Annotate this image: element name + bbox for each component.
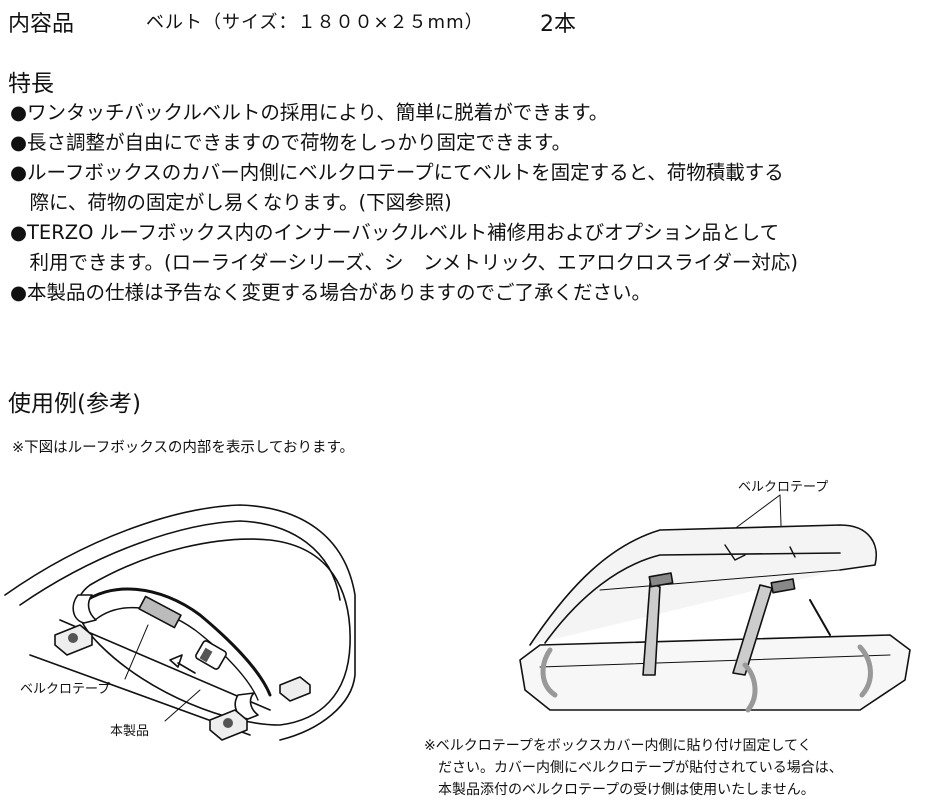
label-velcro-left: ベルクロテープ xyxy=(20,682,111,697)
contents-quantity: 2本 xyxy=(540,12,576,37)
feature-line: ●ワンタッチバックルベルトの採用により、簡単に脱着ができます。 xyxy=(10,101,609,124)
contents-item: ベルト（サイズ：１８００×２５mm） xyxy=(146,12,484,33)
label-velcro-right: ベルクロテープ xyxy=(738,480,829,495)
feature-line: ●長さ調整が自由にできますので荷物をしっかり固定できます。 xyxy=(10,131,572,154)
right-illustration xyxy=(519,494,911,713)
features-heading: 特長 xyxy=(8,71,54,97)
label-product: 本製品 xyxy=(110,724,150,739)
feature-line: 利用できます。(ローライダーシリーズ、シ ンメトリック、エアロクロスライダー対応… xyxy=(10,251,799,274)
feature-line: ●TERZO ルーフボックス内のインナーバックルベルト補修用およびオプション品と… xyxy=(10,221,780,244)
caption-line: 本製品添付のベルクロテープの受け側は使用いたしません。 xyxy=(424,782,815,798)
example-note: ※下図はルーフボックスの内部を表示しております。 xyxy=(12,440,355,456)
example-heading: 使用例(参考) xyxy=(8,391,141,417)
contents-label: 内容品 xyxy=(8,12,75,37)
feature-line: 際に、荷物の固定がし易くなります。(下図参照) xyxy=(10,191,452,214)
caption-line: ださい。カバー内側にベルクロテープが貼付されている場合は、 xyxy=(424,760,843,776)
left-illustration xyxy=(4,504,356,741)
feature-line: ●ルーフボックスのカバー内側にベルクロテープにてベルトを固定すると、荷物積載する xyxy=(10,161,784,184)
caption-line: ※ベルクロテープをボックスカバー内側に貼り付け固定してく xyxy=(424,738,812,754)
feature-line: ●本製品の仕様は予告なく変更する場合がありますのでご了承ください。 xyxy=(10,281,652,304)
